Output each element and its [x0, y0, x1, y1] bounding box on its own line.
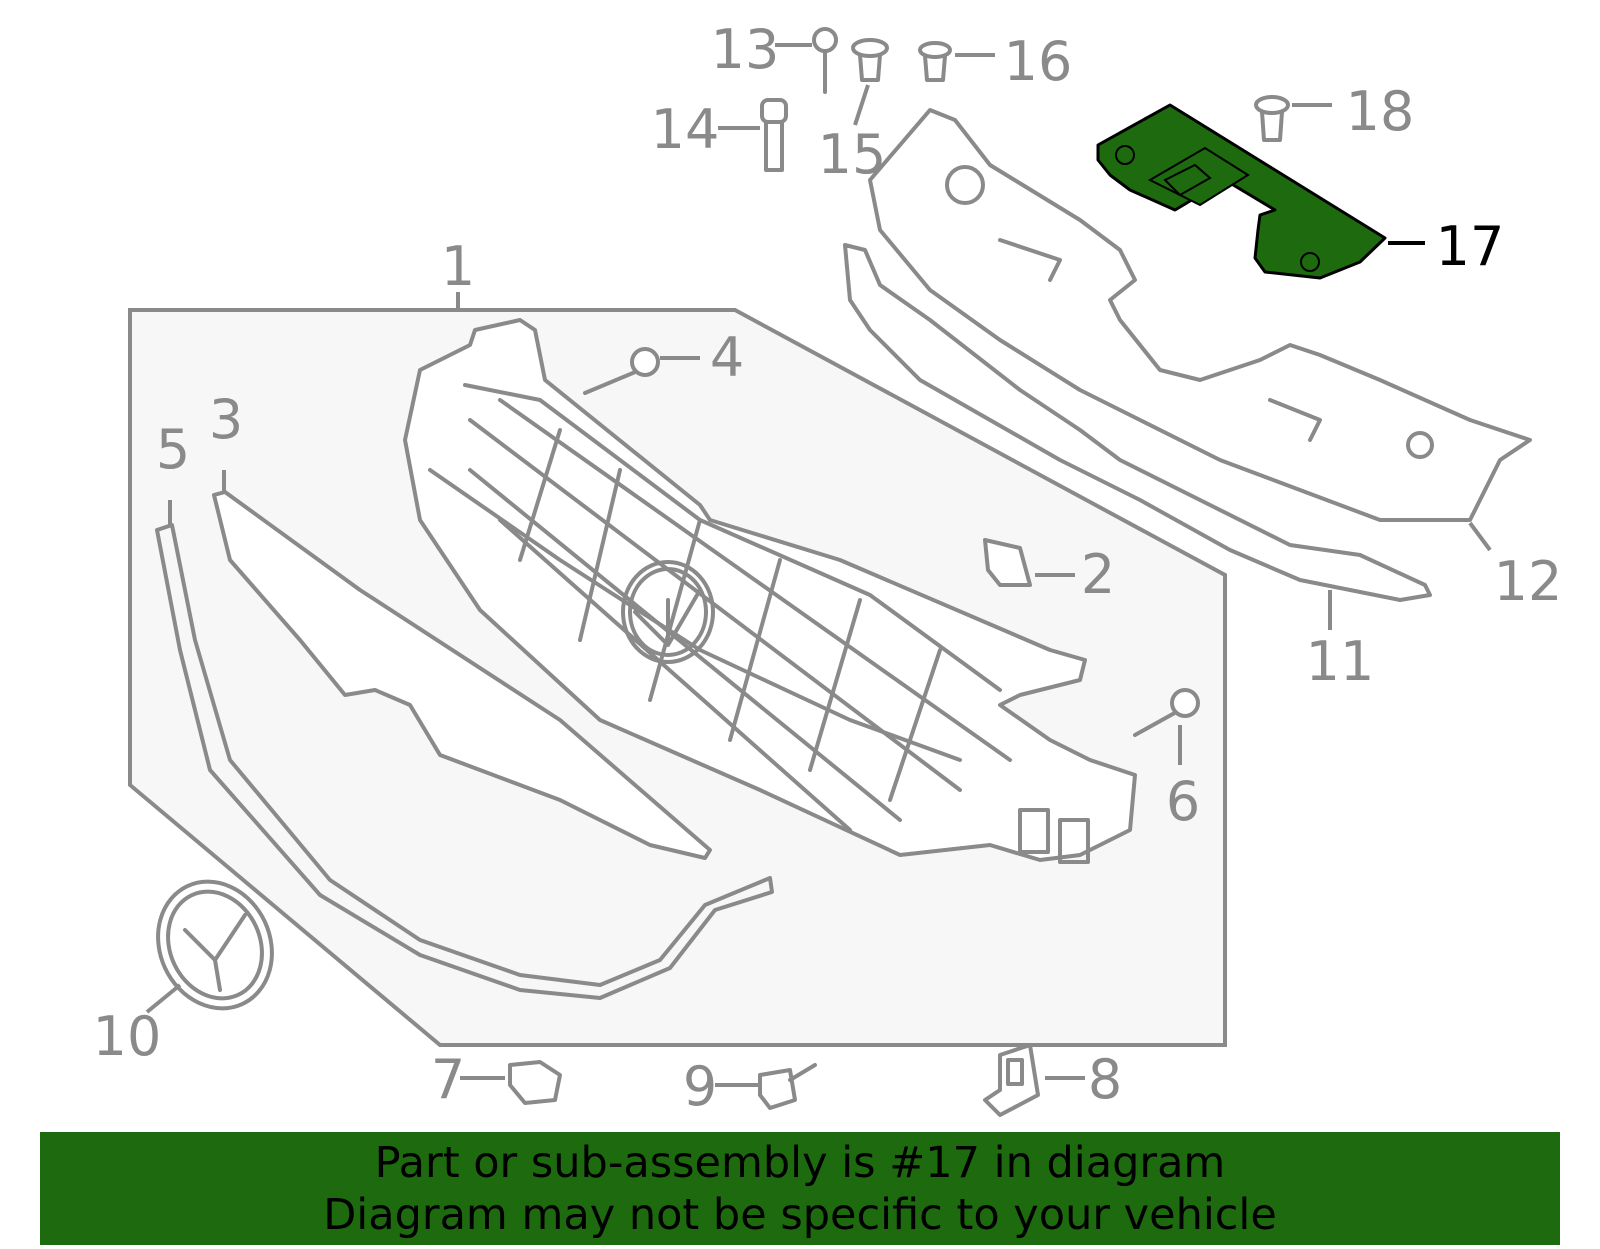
callout-17: 17	[1436, 215, 1505, 278]
clip-part-9	[758, 1063, 817, 1110]
molding-part-3	[212, 490, 712, 860]
clip-part-8	[983, 1043, 1040, 1117]
callout-18: 18	[1346, 80, 1415, 143]
callout-4: 4	[710, 326, 744, 389]
member-part-12	[868, 108, 1532, 522]
info-banner: Part or sub-assembly is #17 in diagram D…	[40, 1132, 1560, 1245]
cover-part-17-highlighted	[1096, 103, 1387, 280]
clip-part-15	[851, 38, 889, 82]
callout-10: 10	[93, 1005, 162, 1068]
callout-7: 7	[431, 1048, 465, 1111]
clip-part-16	[918, 41, 952, 82]
callout-3: 3	[209, 388, 243, 451]
screw-part-4	[583, 347, 660, 395]
callout-11: 11	[1306, 630, 1375, 693]
callout-16: 16	[1004, 30, 1073, 93]
callout-5: 5	[156, 418, 190, 481]
emblem-part-10	[156, 879, 274, 1011]
callout-12: 12	[1494, 550, 1563, 613]
callout-2: 2	[1081, 543, 1115, 606]
clip-part-18	[1254, 95, 1290, 142]
clip-part-14	[760, 98, 788, 172]
screw-part-6	[1133, 688, 1200, 737]
callout-13: 13	[711, 18, 780, 81]
banner-line-2: Diagram may not be specific to your vehi…	[323, 1189, 1277, 1240]
molding-part-5	[155, 523, 774, 1000]
screw-part-13	[812, 27, 838, 94]
callout-15: 15	[818, 123, 887, 186]
banner-line-1: Part or sub-assembly is #17 in diagram	[374, 1137, 1226, 1188]
callout-8: 8	[1088, 1048, 1122, 1111]
grille-part-1	[403, 318, 1137, 864]
parts-diagram: 1 2 3 4 5 6 7 8 9 10 11 12 13 14 15 16 1…	[93, 18, 1563, 1118]
clip-part-7	[508, 1060, 562, 1105]
clip-part-2	[983, 538, 1032, 587]
callout-6: 6	[1166, 770, 1200, 833]
callout-14: 14	[651, 98, 720, 161]
bracket-part-11	[843, 243, 1432, 602]
callout-9: 9	[683, 1055, 717, 1118]
callout-1: 1	[441, 235, 475, 298]
